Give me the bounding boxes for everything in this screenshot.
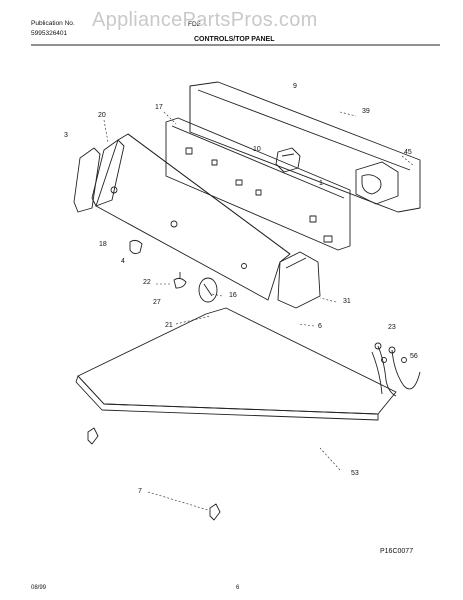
control-panel-frame [165, 117, 351, 251]
callout-23: 23 [388, 324, 396, 331]
callout-22: 22 [143, 279, 151, 286]
publication-label: Publication No. [31, 20, 75, 27]
leader-21 [175, 315, 211, 325]
timer-knob-pointer [203, 283, 213, 297]
leader-6 [297, 323, 315, 327]
watermark-text: AppliancePartsPros.com [92, 9, 318, 31]
callout-53: 53 [351, 470, 359, 477]
left-side-trim [73, 147, 101, 213]
frame-cutout-3 [235, 179, 243, 186]
leader-39 [339, 111, 357, 117]
harness-connector-1 [374, 342, 382, 350]
footer-date: 08/99 [31, 585, 47, 591]
control-knob-ring [173, 277, 187, 289]
callout-10: 10 [253, 146, 261, 153]
callout-1: 1 [319, 180, 323, 187]
callout-3: 3 [64, 132, 68, 139]
harness-connector-4 [401, 357, 407, 363]
callout-56: 56 [410, 353, 418, 360]
page-number: 6 [236, 585, 240, 591]
model-code: FDE [188, 21, 201, 28]
figure-code: P16C0077 [380, 548, 414, 555]
callout-45: 45 [404, 149, 412, 156]
top-panel [77, 307, 397, 415]
publication-number: 5995326401 [31, 30, 68, 37]
frame-cutout-4 [255, 189, 262, 196]
leader-20 [103, 119, 109, 143]
frame-cutout-5 [309, 215, 317, 223]
right-end-cap [277, 251, 321, 309]
timer-motor [355, 161, 399, 205]
harness-connector-3 [381, 357, 387, 363]
callout-31: 31 [343, 298, 351, 305]
timer-knob [198, 277, 218, 303]
rear-panel [189, 81, 421, 213]
callout-17: 17 [155, 104, 163, 111]
callout-4: 4 [121, 258, 125, 265]
leader-45 [401, 155, 415, 167]
frame-cutout-2 [211, 159, 218, 166]
top-clip-left [87, 427, 99, 445]
callout-20: 20 [98, 112, 106, 119]
control-panel-inner [171, 125, 345, 199]
callout-6: 6 [318, 323, 322, 330]
console-hole-2 [170, 220, 178, 228]
console-top-edge [127, 133, 291, 255]
callout-18: 18 [99, 241, 107, 248]
harness-connector-2 [388, 346, 396, 354]
leader-7 [147, 491, 209, 511]
rear-panel-edge [197, 89, 411, 171]
leader-31 [319, 297, 337, 303]
control-knob-small [129, 239, 143, 255]
callout-39: 39 [362, 108, 370, 115]
leader-53 [319, 447, 341, 471]
top-clip-right [209, 503, 221, 521]
console-hole-1 [110, 186, 118, 194]
frame-cutout-6 [323, 235, 333, 243]
top-panel-front-lip [75, 375, 379, 421]
callout-7: 7 [138, 488, 142, 495]
leader-17 [163, 111, 177, 125]
callout-16: 16 [229, 292, 237, 299]
frame-cutout-1 [185, 147, 193, 155]
section-title: CONTROLS/TOP PANEL [194, 36, 275, 43]
callout-9: 9 [293, 83, 297, 90]
switch-component [275, 147, 301, 173]
callout-21: 21 [165, 322, 173, 329]
console-hole-3 [241, 263, 247, 269]
leader-16 [211, 293, 223, 297]
callout-27: 27 [153, 299, 161, 306]
wire-harness [371, 345, 421, 397]
